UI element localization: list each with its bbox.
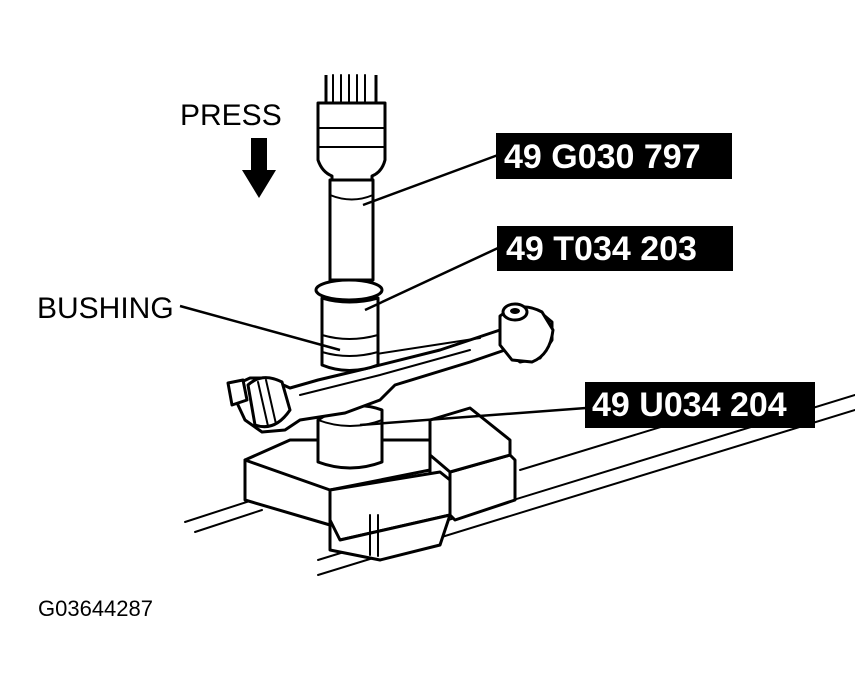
tool-label-upper: 49 G030 797 <box>496 133 732 179</box>
bushing-label: BUSHING <box>37 292 174 325</box>
tool-label-lower: 49 U034 204 <box>585 382 815 428</box>
press-label: PRESS <box>180 99 282 132</box>
leader-lines <box>179 153 587 427</box>
tool-label-lower-text: 49 U034 204 <box>592 386 787 424</box>
press-arrow <box>242 138 276 198</box>
suspension-arm <box>226 302 555 434</box>
press-tool-assembly <box>314 74 387 372</box>
figure-id: G03644287 <box>38 596 153 621</box>
tool-label-upper-text: 49 G030 797 <box>504 138 701 176</box>
tool-label-middle: 49 T034 203 <box>497 226 733 271</box>
tool-label-middle-text: 49 T034 203 <box>506 230 697 268</box>
